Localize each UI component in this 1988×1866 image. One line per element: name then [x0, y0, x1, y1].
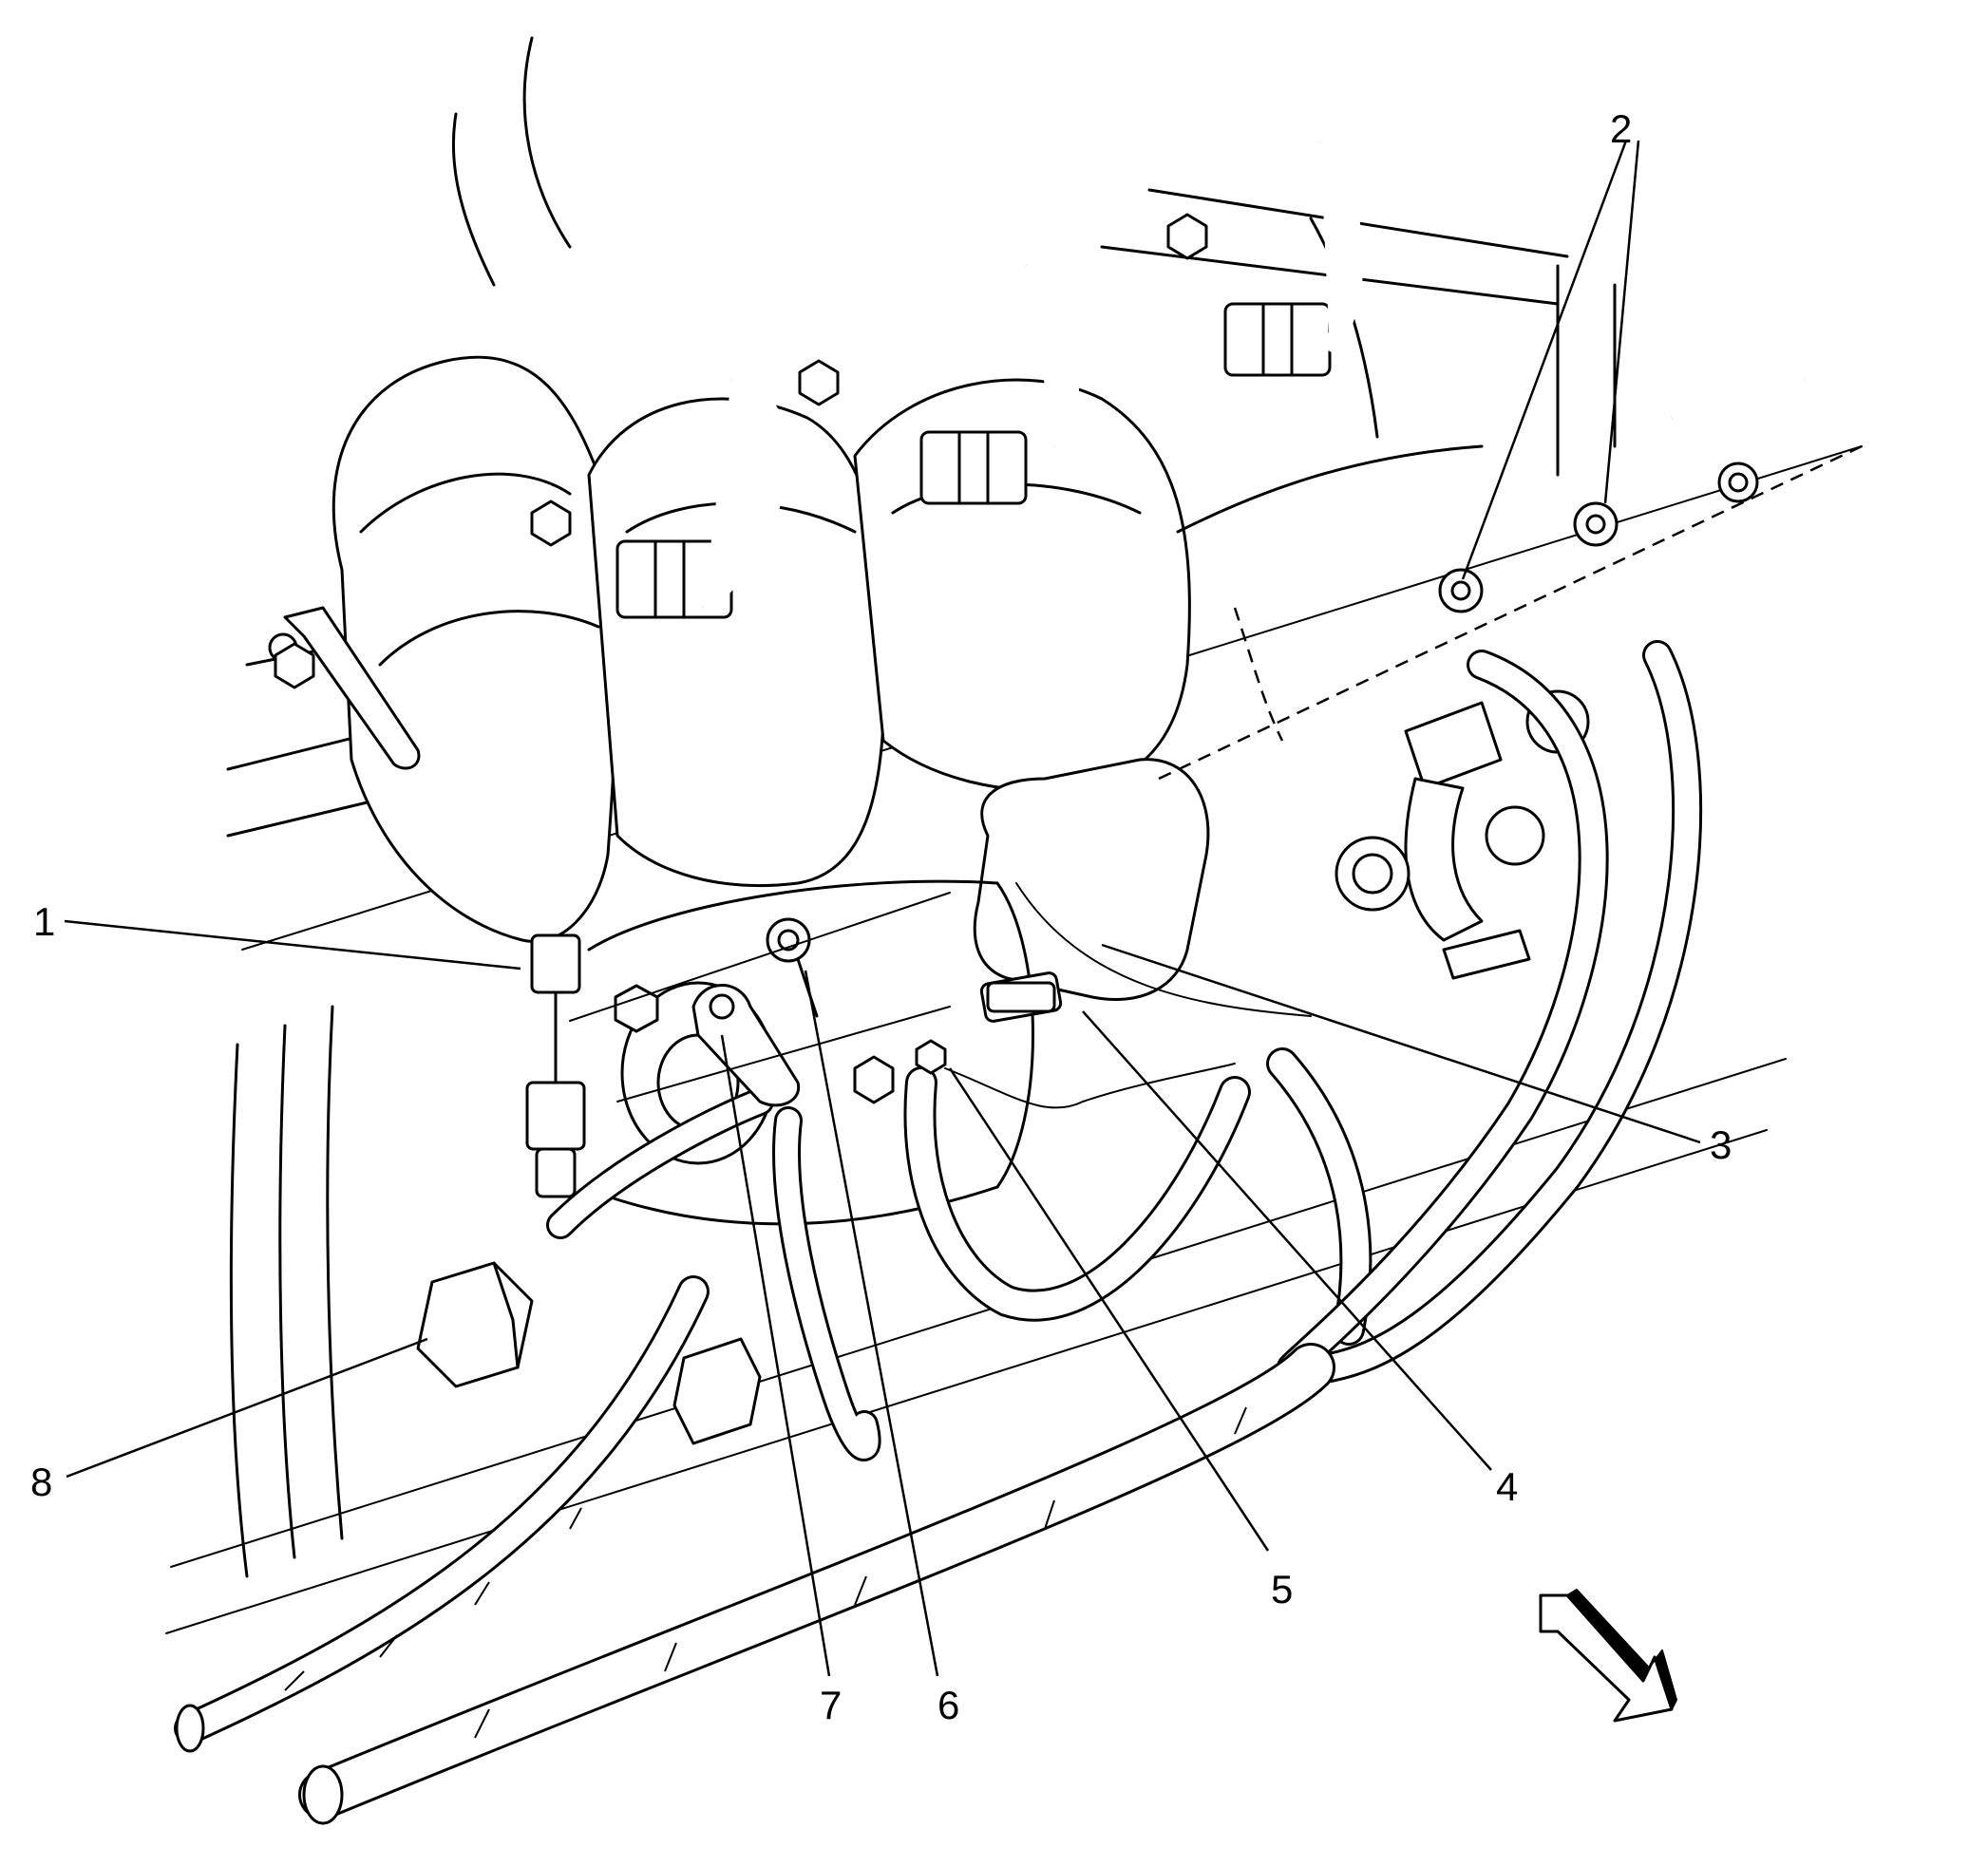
- callout-6: 6: [937, 1683, 959, 1727]
- callout-2: 2: [1610, 106, 1632, 151]
- callout-7: 7: [820, 1683, 842, 1727]
- callout-1: 1: [33, 899, 55, 944]
- callout-leaders: [64, 140, 1701, 1677]
- callout-4: 4: [1496, 1464, 1518, 1509]
- callout-8: 8: [30, 1460, 52, 1504]
- injector-connectors: [274, 213, 1332, 689]
- lower-wire-harness: [174, 640, 1703, 1825]
- callout-3: 3: [1710, 1122, 1732, 1167]
- right-bracket-components: [1335, 689, 1590, 980]
- small-hardware: [416, 444, 1863, 1445]
- heat-shield-assembly: [268, 355, 1484, 943]
- upper-wire-harness: [695, 138, 1808, 615]
- callout-labels: 1 2 3 4 5 6 7 8: [30, 106, 1732, 1727]
- callout-5: 5: [1271, 1567, 1293, 1612]
- front-direction-arrow-icon: [1539, 1589, 1677, 1723]
